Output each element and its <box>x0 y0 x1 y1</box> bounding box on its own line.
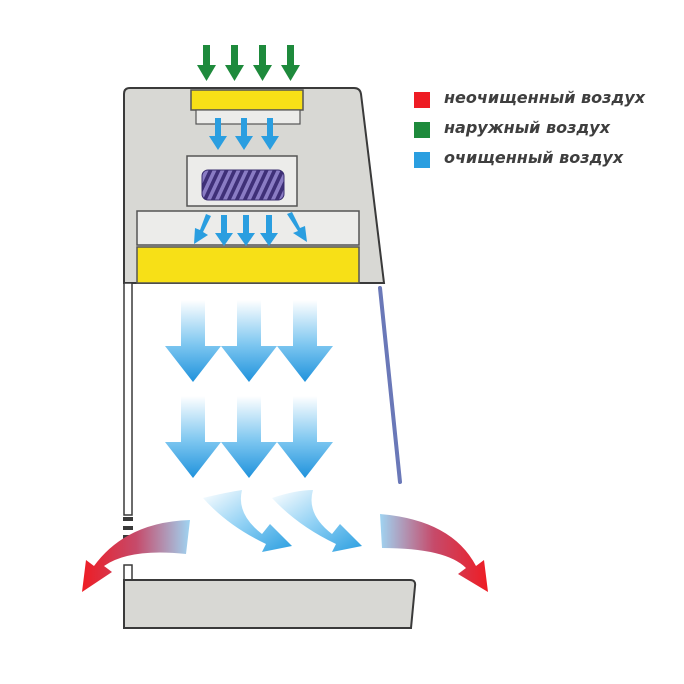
arrow-down-icon <box>197 45 216 81</box>
legend-swatch-blue <box>414 152 430 168</box>
arrow-down-icon <box>165 396 221 478</box>
legend-label: наружный воздух <box>444 118 611 137</box>
arrow-down-icon <box>260 215 278 246</box>
arrow-down-icon <box>235 118 253 150</box>
clean-air-downflow-arrows <box>165 300 333 478</box>
plenum-distribution-arrows <box>194 212 307 246</box>
curved-arrow-icon <box>380 514 488 592</box>
outside-air-intake-arrows <box>197 45 300 81</box>
arrow-down-icon <box>237 215 255 246</box>
front-sash <box>378 286 402 484</box>
arrow-down-icon <box>261 118 279 150</box>
arrow-down-icon <box>221 396 277 478</box>
arrow-down-icon <box>277 300 333 382</box>
arrow-down-icon <box>287 212 307 242</box>
curved-arrow-icon <box>82 520 190 592</box>
blower-intake-arrows <box>209 118 279 150</box>
arrow-down-icon <box>215 215 233 246</box>
rear-grille-slot <box>123 526 133 530</box>
supply-hepa-filter <box>136 246 360 284</box>
legend-swatch-red <box>414 92 430 108</box>
blower-fan <box>201 169 285 201</box>
arrow-down-icon <box>209 118 227 150</box>
arrow-down-icon <box>277 396 333 478</box>
arrow-down-icon <box>253 45 272 81</box>
cabinet-base <box>123 579 417 629</box>
curved-arrow-icon <box>203 490 292 552</box>
arrow-down-icon <box>281 45 300 81</box>
exhaust-hepa-filter <box>190 89 304 111</box>
filter-plenum <box>195 109 301 125</box>
work-surface-swirl-arrows <box>203 490 362 552</box>
arrow-down-icon <box>225 45 244 81</box>
legend-label: очищенный воздух <box>444 148 624 167</box>
arrow-down-icon <box>165 300 221 382</box>
rear-grille-slot <box>123 517 133 521</box>
curved-arrow-icon <box>272 490 362 552</box>
arrow-down-icon <box>221 300 277 382</box>
arrow-down-icon <box>194 214 211 244</box>
legend-label: неочищенный воздух <box>444 88 646 107</box>
legend-swatch-green <box>414 122 430 138</box>
cabinet-rear-wall <box>123 282 133 516</box>
